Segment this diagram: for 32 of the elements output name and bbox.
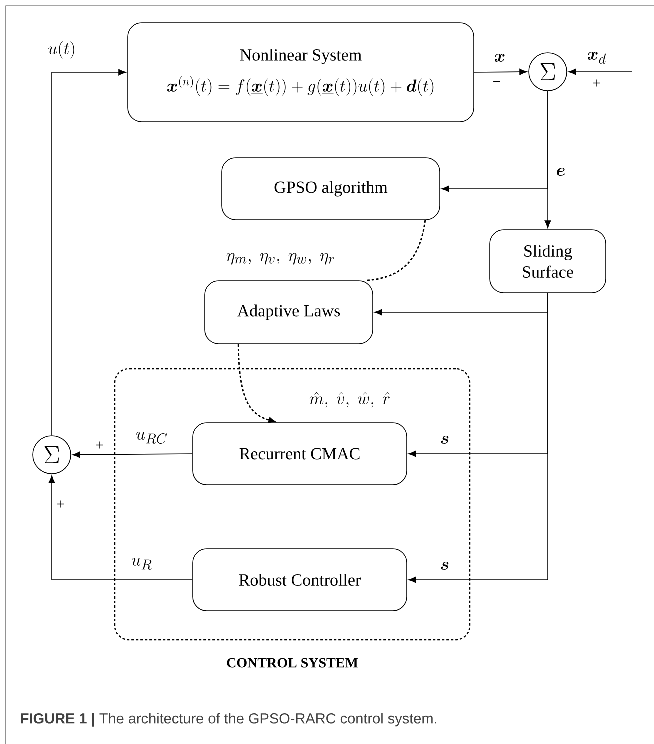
arrow (48, 476, 193, 580)
arrow (408, 293, 548, 584)
node-label: CONTROL SYSTEM (227, 658, 358, 668)
edge-label: $u_R$ (130, 557, 154, 571)
edge-label: $\boldsymbol{x}_d$ (586, 51, 608, 65)
sign-label: + (96, 442, 104, 449)
summing-junction: $\Sigma$ (528, 52, 568, 92)
edge-label: $\boldsymbol{e}$ (555, 167, 567, 177)
process-box: Robust Controller (192, 548, 408, 612)
process-box: Recurrent CMAC (192, 422, 408, 486)
edge-label: $\boldsymbol{s}$ (439, 561, 451, 571)
caption: FIGURE 1 | The architecture of the GPSO-RARC control system. (21, 713, 436, 727)
edge-label: $u_{RC}$ (134, 431, 170, 445)
process-box: Sliding Surface (490, 230, 606, 294)
arrow (52, 69, 126, 436)
process-box: GPSO algorithm (222, 158, 440, 220)
arrow (72, 452, 193, 458)
dashed-arrow (238, 344, 276, 424)
process-box: Adaptive Laws (204, 280, 374, 344)
edge-label: $\hat{m},\ \hat{v},\ \hat{w},\ \hat{r}$ (308, 391, 392, 409)
edge-label: $\boldsymbol{s}$ (439, 435, 451, 445)
arrow (544, 91, 552, 228)
process-box: Nonlinear System $\boldsymbol{x}^{(n)}(t) = f(\underline{\boldsymbol{x}}(t)) + g(\underline{\boldsymbol{x}}(t))u(t) + \boldsymbol{d}(t)$ (128, 22, 474, 122)
sign-label: + (58, 500, 64, 508)
summing-junction: $\Sigma$ (32, 436, 72, 474)
edge-label: $u(t)$ (47, 40, 77, 60)
arrow (568, 68, 632, 76)
edge-label: $\eta_m,\ \eta_v,\ \eta_w,\ \eta_r$ (225, 252, 337, 266)
edge-label: $\boldsymbol{x}$ (493, 53, 507, 63)
sign-label: − (494, 81, 500, 82)
arrow (474, 68, 528, 76)
sign-label: + (594, 80, 600, 87)
